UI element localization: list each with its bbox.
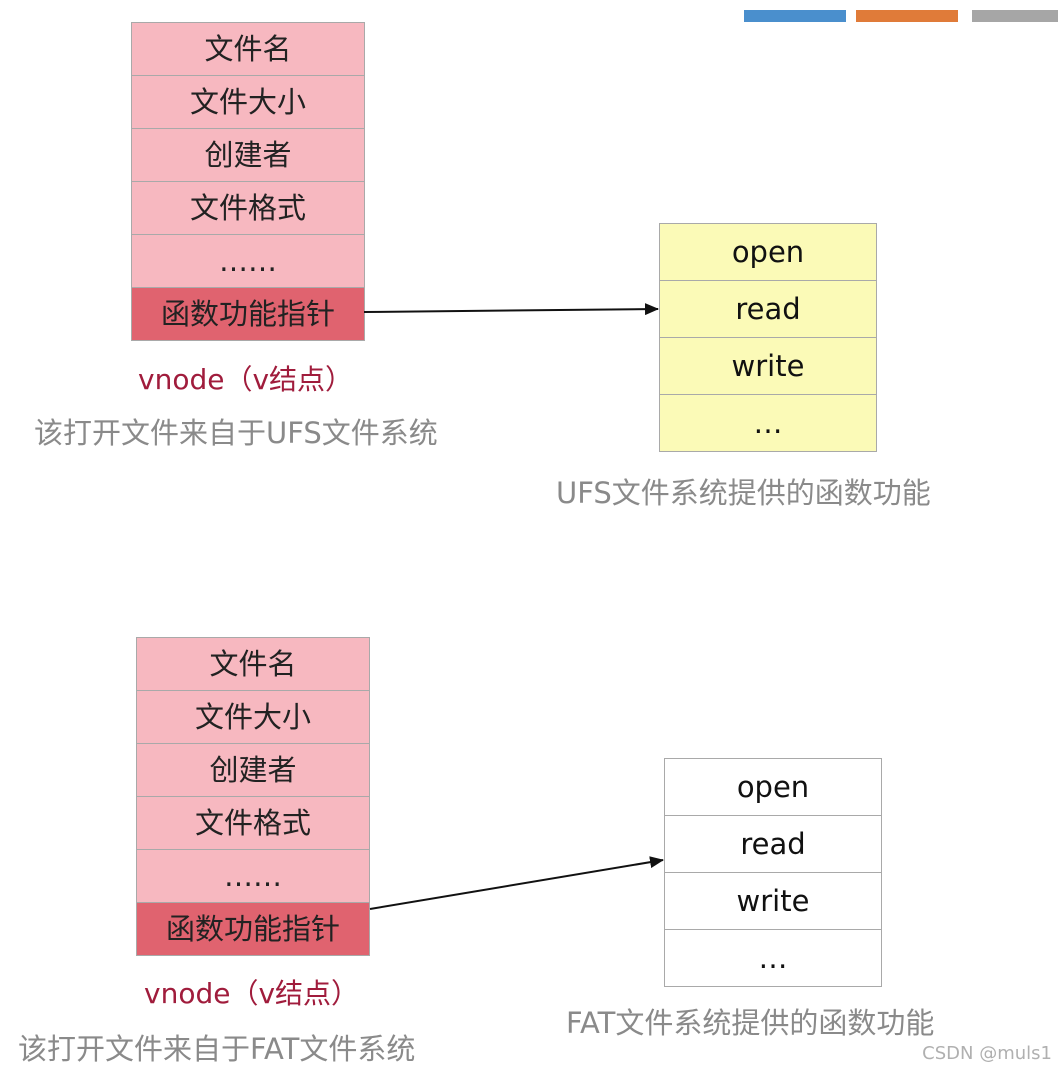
func-row-read: read <box>665 816 881 873</box>
deco-bar-gray <box>972 10 1058 22</box>
vnode-row-creator: 创建者 <box>132 129 364 182</box>
fat-vnode-table: 文件名 文件大小 创建者 文件格式 …… 函数功能指针 <box>136 637 370 956</box>
func-row-read: read <box>660 281 876 338</box>
vnode-row-ellipsis: …… <box>132 235 364 288</box>
func-row-ellipsis: … <box>660 395 876 451</box>
vnode-row-creator: 创建者 <box>137 744 369 797</box>
ufs-function-caption: UFS文件系统提供的函数功能 <box>556 476 931 510</box>
vnode-row-format: 文件格式 <box>132 182 364 235</box>
watermark: CSDN @muls1 <box>922 1043 1052 1064</box>
vnode-row-ellipsis: …… <box>137 850 369 903</box>
vnode-row-function-pointer: 函数功能指针 <box>137 903 369 955</box>
ufs-pointer-arrow <box>363 303 659 316</box>
func-row-open: open <box>665 759 881 816</box>
func-row-write: write <box>660 338 876 395</box>
fat-vnode-label: vnode（v结点） <box>144 977 360 1010</box>
vnode-row-filesize: 文件大小 <box>137 691 369 744</box>
deco-bar-orange <box>856 10 958 22</box>
fat-pointer-arrow <box>369 856 664 910</box>
ufs-function-table: open read write … <box>659 223 877 452</box>
vnode-row-format: 文件格式 <box>137 797 369 850</box>
fat-function-caption: FAT文件系统提供的函数功能 <box>566 1006 935 1040</box>
ufs-vnode-caption: 该打开文件来自于UFS文件系统 <box>34 416 438 450</box>
vnode-row-filesize: 文件大小 <box>132 76 364 129</box>
ufs-vnode-label: vnode（v结点） <box>138 363 354 396</box>
func-row-ellipsis: … <box>665 930 881 986</box>
vnode-row-filename: 文件名 <box>132 23 364 76</box>
func-row-write: write <box>665 873 881 930</box>
fat-vnode-caption: 该打开文件来自于FAT文件系统 <box>18 1032 416 1066</box>
vnode-row-filename: 文件名 <box>137 638 369 691</box>
deco-bar-blue <box>744 10 846 22</box>
ufs-vnode-table: 文件名 文件大小 创建者 文件格式 …… 函数功能指针 <box>131 22 365 341</box>
fat-function-table: open read write … <box>664 758 882 987</box>
func-row-open: open <box>660 224 876 281</box>
vnode-row-function-pointer: 函数功能指针 <box>132 288 364 340</box>
